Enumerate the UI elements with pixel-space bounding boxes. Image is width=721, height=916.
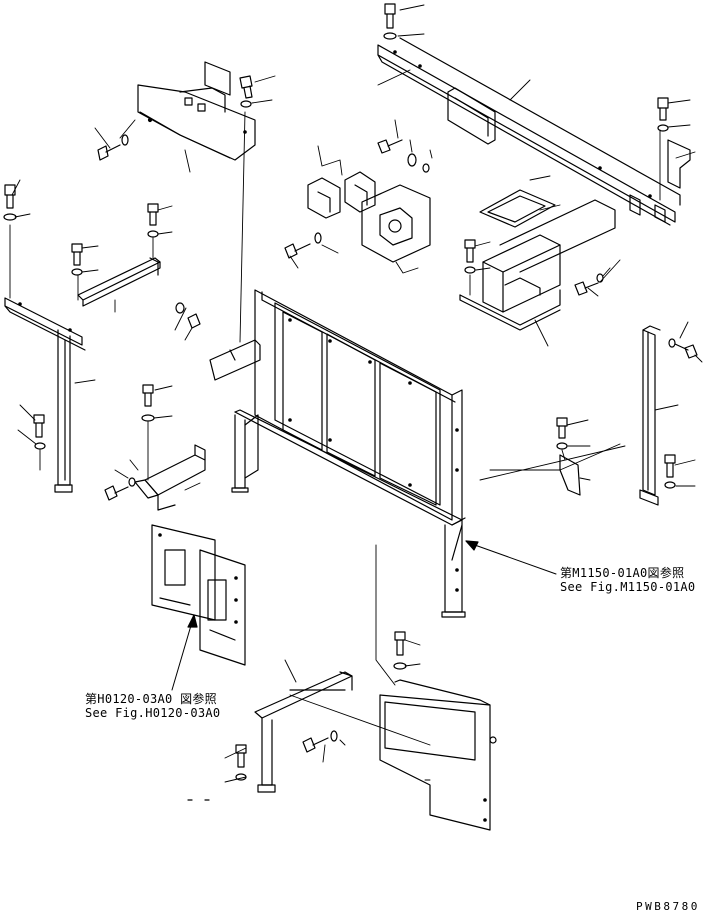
bolts <box>4 3 698 768</box>
clamp-parts <box>307 171 431 263</box>
bolt-13 <box>674 343 698 359</box>
bolt-01 <box>384 3 396 29</box>
bolt-15 <box>33 414 45 438</box>
reference-fig-h0120: 第H0120-03A0 図参照 See Fig.H0120-03A0 <box>85 692 220 720</box>
leader-lines <box>9 4 703 783</box>
washers <box>3 32 676 781</box>
bolt-16 <box>556 417 568 439</box>
bolt-17 <box>664 454 676 478</box>
bolt-10 <box>464 239 476 263</box>
bolt-08 <box>71 243 83 266</box>
lower-left-mount <box>134 444 206 511</box>
upper-left-crossbar <box>77 257 161 307</box>
right-box-assembly <box>459 189 616 331</box>
bolt-21 <box>235 744 247 768</box>
drawing-id: PWB8780 <box>636 900 700 913</box>
lower-right-stand <box>254 671 353 793</box>
bolt-09 <box>284 243 311 259</box>
bolt-11 <box>574 281 599 296</box>
top-beam <box>377 37 681 226</box>
bolt-20 <box>302 737 329 753</box>
left-arm <box>209 339 261 381</box>
center-frame <box>231 289 466 618</box>
reference-arrows <box>171 540 557 691</box>
reference-fig-m1150-ja: 第M1150-01A0図参照 <box>560 566 685 580</box>
bolt-14 <box>142 384 154 407</box>
reference-fig-m1150: 第M1150-01A0図参照 See Fig.M1150-01A0 <box>560 566 695 594</box>
bolt-04 <box>97 144 121 161</box>
lower-right-panel <box>379 679 497 831</box>
bolt-12 <box>187 313 201 329</box>
reference-fig-h0120-en: See Fig.H0120-03A0 <box>85 706 221 720</box>
reference-fig-m1150-en: See Fig.M1150-01A0 <box>560 580 696 594</box>
bolt-06 <box>4 184 16 209</box>
bolt-03 <box>657 97 669 121</box>
bolt-05 <box>377 139 403 154</box>
bolt-18 <box>104 485 129 501</box>
lower-left-panel <box>151 524 246 666</box>
right-post <box>639 325 661 506</box>
bolt-02 <box>239 75 253 99</box>
upper-left-bracket <box>137 61 256 161</box>
bolt-07 <box>147 203 159 226</box>
left-post <box>4 297 86 493</box>
reference-fig-h0120-ja: 第H0120-03A0 図参照 <box>85 692 217 706</box>
bolt-19 <box>394 631 406 656</box>
